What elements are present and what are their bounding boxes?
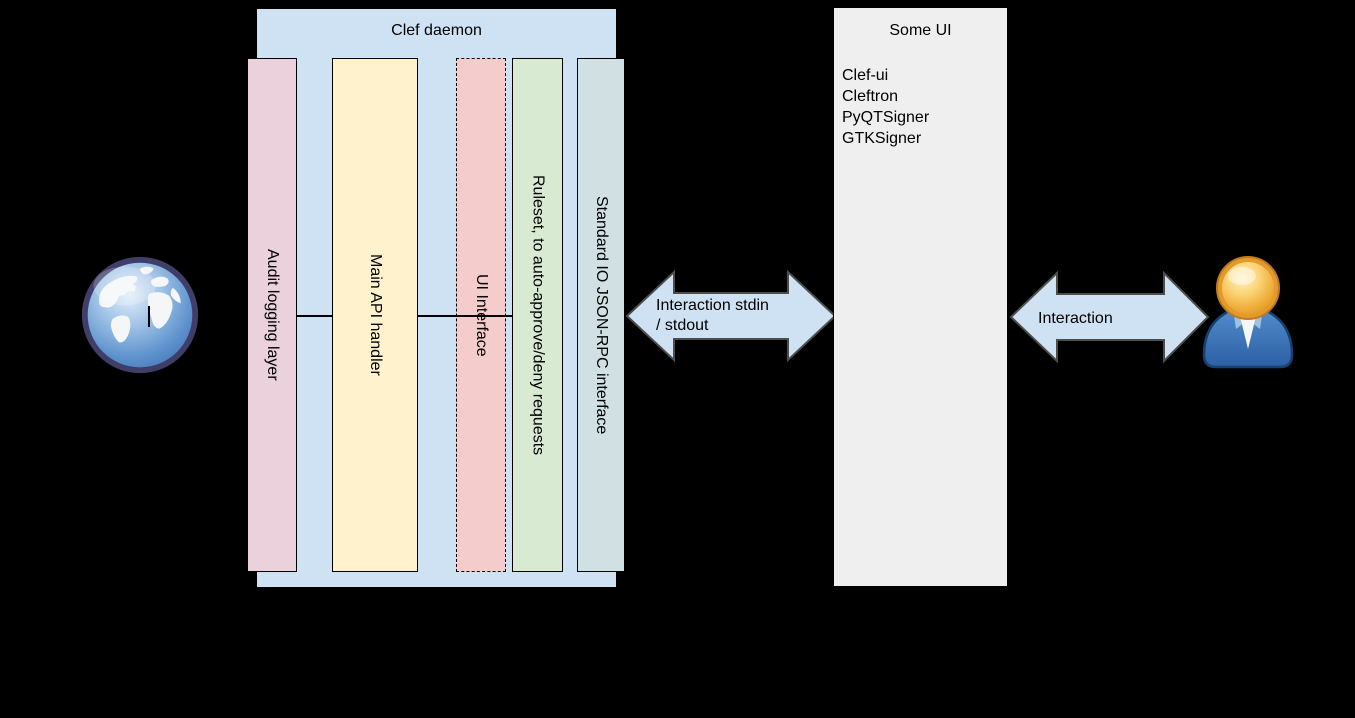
layer-main-api-label: Main API handler [367, 254, 384, 376]
some-ui-box: Some UI Clef-ui Cleftron PyQTSigner GTKS… [833, 7, 1008, 587]
globe-continents [99, 266, 181, 343]
layer-stdio-jsonrpc-label: Standard IO JSON-RPC interface [593, 195, 610, 435]
layer-main-api-bar: Main API handler [332, 58, 418, 572]
layer-stdio-jsonrpc-bar: Standard IO JSON-RPC interface [577, 58, 625, 572]
user-head [1222, 262, 1274, 314]
some-ui-item: PyQTSigner [842, 109, 930, 126]
some-ui-item: Cleftron [842, 88, 899, 105]
layer-audit-logging-bar: Audit logging layer [247, 58, 297, 572]
layer-ruleset-label: Ruleset, to auto-approve/deny requests [529, 174, 547, 456]
globe-highlight [93, 266, 156, 306]
clef-daemon-title: Clef daemon [391, 22, 482, 39]
connector-line-api-ruleset [418, 315, 512, 317]
globe-icon [81, 256, 199, 374]
double-arrow-shape [1009, 270, 1210, 364]
globe-connector-stub [148, 306, 150, 327]
some-ui-item: GTKSigner [842, 130, 922, 147]
layer-ruleset-bar: Ruleset, to auto-approve/deny requests [512, 58, 563, 572]
layer-audit-logging-label: Audit logging layer [264, 249, 281, 381]
user-icon [1202, 256, 1294, 369]
arrow-daemon-ui-label: Interaction stdin / stdout [656, 296, 769, 336]
some-ui-list: Clef-ui Cleftron PyQTSigner GTKSigner [842, 65, 1007, 149]
some-ui-title: Some UI [889, 22, 952, 39]
arrow-daemon-ui-label-line1: Interaction stdin [656, 297, 769, 314]
connector-line-audit-api [297, 315, 332, 317]
arrow-ui-user-label: Interaction [1038, 310, 1113, 327]
some-ui-item: Clef-ui [842, 67, 889, 84]
arrow-daemon-ui-label-line2: / stdout [656, 317, 709, 334]
double-arrow-interaction [1009, 270, 1210, 364]
user-head-highlight [1228, 267, 1256, 285]
layer-ui-interface-label: UI Interface [473, 273, 490, 357]
